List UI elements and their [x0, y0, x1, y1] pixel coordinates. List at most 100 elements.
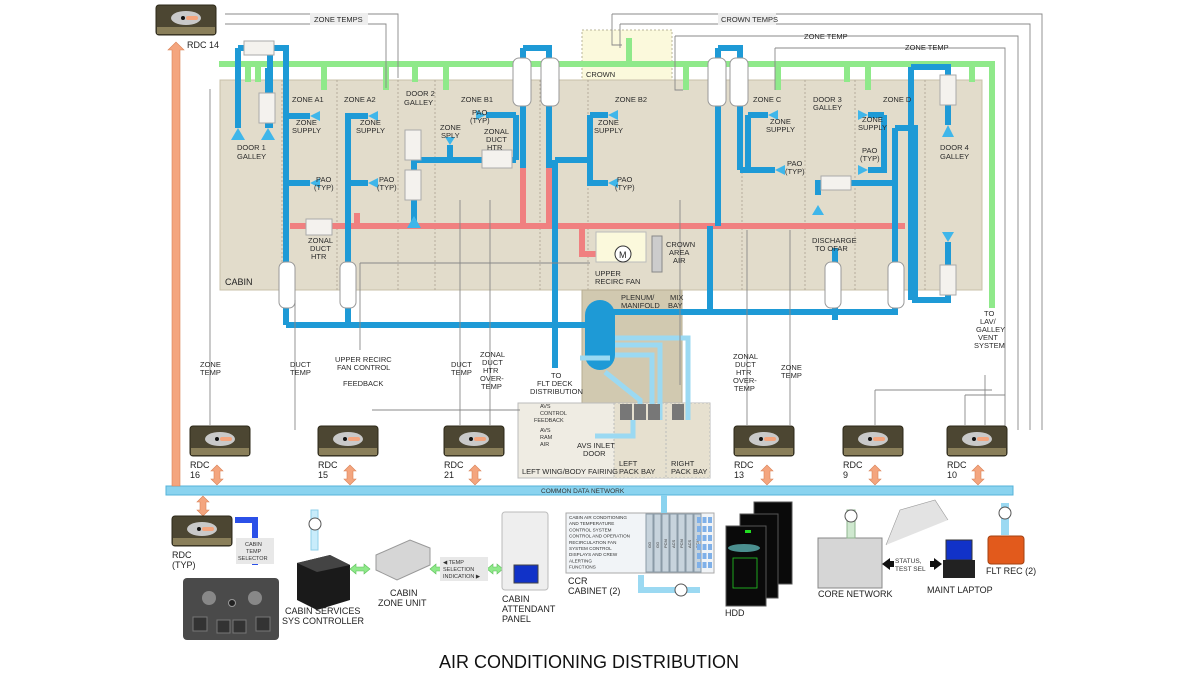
zone-d: ZONE D: [883, 95, 912, 104]
cap-screen[interactable]: [513, 564, 539, 584]
avs-control-2: CONTROL: [540, 411, 567, 417]
maint-laptop-keyboard[interactable]: [943, 560, 975, 578]
left-pack-bay-label-2: PACK BAY: [619, 467, 655, 476]
ccr-bus-link: [661, 495, 667, 513]
sig-duct-temp-15b: TEMP: [290, 368, 311, 377]
upper-recirc-label-2: RECIRC FAN: [595, 277, 640, 286]
cabin-temp-selector-bg: [236, 538, 274, 564]
zone-door2-line2: GALLEY: [404, 98, 433, 107]
zone-door1-line1: DOOR 1: [237, 143, 266, 152]
ccr-function-line: CONTROL SYSTEM: [569, 527, 612, 532]
rdc-label: RDC: [843, 460, 863, 470]
trim-air-right-switch[interactable]: [232, 619, 247, 634]
fairing-labels: AVS CONTROL FEEDBACK AVS RAM AIR AVS INL…: [522, 404, 707, 476]
hdd-display-1[interactable]: [725, 525, 767, 607]
pao-b2: PAO: [617, 175, 632, 184]
zone-supply-a2: ZONE: [360, 118, 381, 127]
motor-label: M: [619, 250, 627, 260]
sig-zone-temp-16: ZONE: [200, 360, 221, 369]
ccr-slot: [697, 553, 701, 559]
ecs-synoptic: [732, 557, 758, 589]
ccr-label-2: CABINET (2): [568, 586, 620, 596]
ccr-slot: [702, 535, 707, 541]
zone-supply-c-2: SUPPLY: [766, 125, 795, 134]
sig-overtemp-21e: TEMP: [481, 382, 502, 391]
left-wing-fairing-label: LEFT WING/BODY FAIRING: [522, 467, 618, 476]
zonal-duct-htr-b1-2: DUCT: [486, 135, 507, 144]
upper-recirc-label: UPPER: [595, 269, 621, 278]
ccr-slot: [697, 517, 701, 523]
temp-selection-label-3: INDICATION ▶: [443, 574, 481, 580]
l-pack-switch[interactable]: [192, 616, 208, 632]
crown-area-air-label-3: AIR: [673, 256, 686, 265]
ccr-module-label: GG: [647, 542, 652, 548]
flight-recorder: [987, 535, 1025, 565]
zone-temps-label: ZONE TEMPS: [314, 15, 363, 24]
rdc-typ: RDC(TYP): [171, 515, 233, 570]
trim-air-left-switch[interactable]: [216, 619, 231, 634]
avs-ram-2: RAM: [540, 435, 553, 441]
right-pack-bay-label-2: PACK BAY: [671, 467, 707, 476]
ccr-slot: [708, 553, 712, 559]
zonal-duct-htr-b1-3: HTR: [487, 143, 503, 152]
sig-overtemp-13: ZONAL: [733, 352, 758, 361]
rdc-number: 9: [843, 470, 848, 480]
rdc-number: 13: [734, 470, 744, 480]
sig-feedback: FEEDBACK: [343, 379, 383, 388]
cabin-temp-knob[interactable]: [248, 591, 262, 605]
discharge-ofar-2: TO OFAR: [815, 244, 848, 253]
mix-bay-label: MIX: [670, 293, 683, 302]
hdd-label: HDD: [725, 608, 745, 618]
sig-overtemp-21b: DUCT: [482, 358, 503, 367]
air-cond-reset-button[interactable]: [228, 599, 236, 607]
zone-supply-d: ZONE: [862, 115, 883, 124]
ccr-slot: [702, 526, 707, 532]
plenum-label-2: MANIFOLD: [621, 301, 660, 310]
airplane-ground-link-icon: [885, 499, 949, 546]
ccr-function-line: RECIRCULATION FAN: [569, 540, 616, 545]
avs-ram: AVS: [540, 428, 551, 434]
status-label-2: TEST SEL: [895, 566, 926, 573]
cabin-temp-selector-label: CABIN: [245, 542, 262, 548]
sig-zone-temp-13: ZONE: [781, 363, 802, 372]
sig-overtemp-21: ZONAL: [480, 350, 505, 359]
avs-ram-3: AIR: [540, 442, 549, 448]
ccr-module-label: PCM: [663, 539, 668, 548]
zone-temp-label-2: ZONE TEMP: [905, 43, 949, 52]
zone-a1: ZONE A1: [292, 95, 324, 104]
crown-air-filter: [651, 235, 663, 273]
ccr-function-line: DISPLAYS AND CREW: [569, 552, 618, 557]
avs-control: AVS: [540, 404, 551, 410]
avs-inlet-door-2: DOOR: [583, 449, 606, 458]
plenum-label: PLENUM/: [621, 293, 655, 302]
r-pack-switch[interactable]: [255, 616, 271, 632]
zonal-duct-htr-b1: ZONAL: [484, 127, 509, 136]
ccr-function-line: CONTROL AND OPERATION: [569, 534, 630, 539]
common-data-network-bus: [165, 485, 1014, 496]
maint-laptop-screen[interactable]: [945, 539, 973, 561]
airplane-synoptic-icon: [728, 544, 760, 552]
diagram-title: AIR CONDITIONING DISTRIBUTION: [439, 652, 739, 672]
ccr-label: CCR: [568, 576, 588, 586]
pao-b1-2: (TYP): [470, 116, 490, 125]
ccr-slot: [708, 535, 712, 541]
hdd-tab-active[interactable]: [745, 530, 751, 533]
core-network: [817, 537, 883, 589]
zone-b2: ZONE B2: [615, 95, 647, 104]
pao-b2-2: (TYP): [615, 183, 635, 192]
zone-door4-line1: DOOR 4: [940, 143, 969, 152]
maint-laptop-label: MAINT LAPTOP: [927, 585, 993, 595]
zone-supply-a1: ZONE: [296, 118, 317, 127]
recirc-hot-duct: [290, 168, 905, 257]
rdc-label: RDC: [947, 460, 967, 470]
ccr-slot: [702, 553, 707, 559]
signal-gauge-icon: [308, 517, 322, 531]
crown-label: CROWN: [586, 70, 615, 79]
temp-selection-label-2: SELECTION: [443, 567, 474, 573]
flt-deck-temp-knob[interactable]: [202, 591, 216, 605]
